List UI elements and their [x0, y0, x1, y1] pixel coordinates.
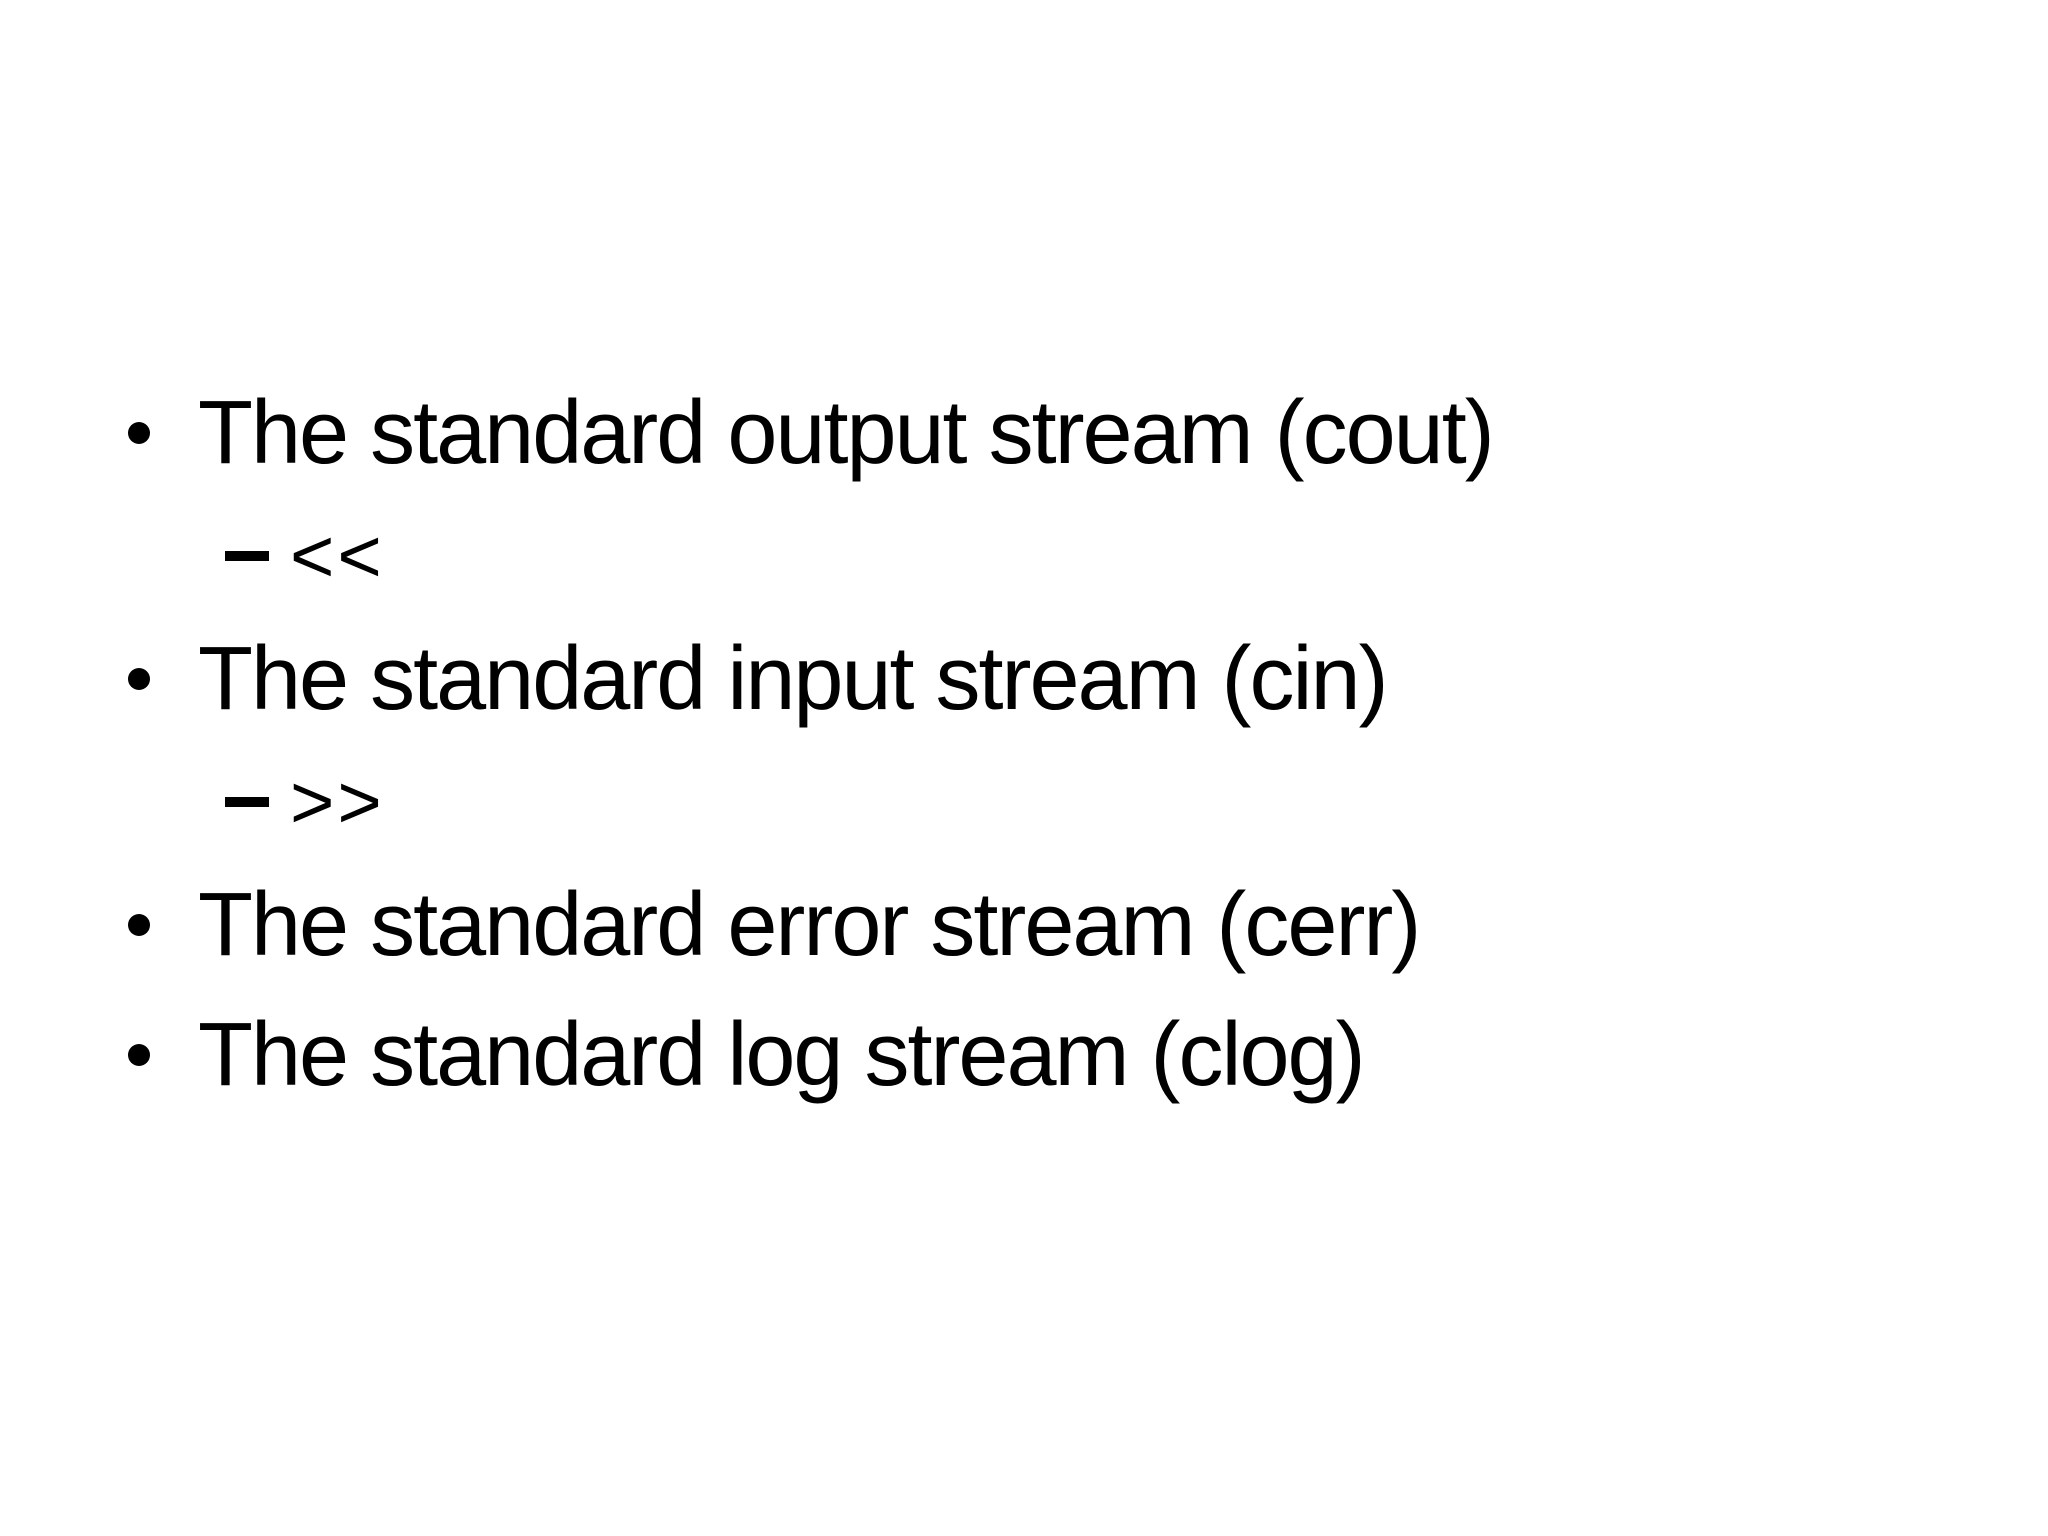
sub-bullet-item-insertion-operator: <<: [0, 498, 2048, 614]
bullet-item-log-stream: The standard log stream (clog): [0, 990, 2048, 1120]
bullet-text: The standard log stream (clog): [198, 1004, 1366, 1105]
dash-bullet-icon: [225, 797, 269, 807]
bullet-item-error-stream: The standard error stream (cerr): [0, 860, 2048, 990]
disc-bullet-icon: [128, 668, 150, 690]
bullet-text: The standard output stream (cout): [198, 382, 1495, 483]
sub-bullet-text: >>: [290, 759, 385, 845]
disc-bullet-icon: [128, 914, 150, 936]
bullet-list: The standard output stream (cout) << The…: [0, 368, 2048, 1120]
dash-bullet-icon: [225, 551, 269, 561]
bullet-text: The standard input stream (cin): [198, 628, 1389, 729]
bullet-item-input-stream: The standard input stream (cin): [0, 614, 2048, 744]
disc-bullet-icon: [128, 1044, 150, 1066]
disc-bullet-icon: [128, 422, 150, 444]
bullet-item-output-stream: The standard output stream (cout): [0, 368, 2048, 498]
sub-bullet-item-extraction-operator: >>: [0, 744, 2048, 860]
sub-bullet-text: <<: [290, 513, 385, 599]
bullet-text: The standard error stream (cerr): [198, 874, 1421, 975]
